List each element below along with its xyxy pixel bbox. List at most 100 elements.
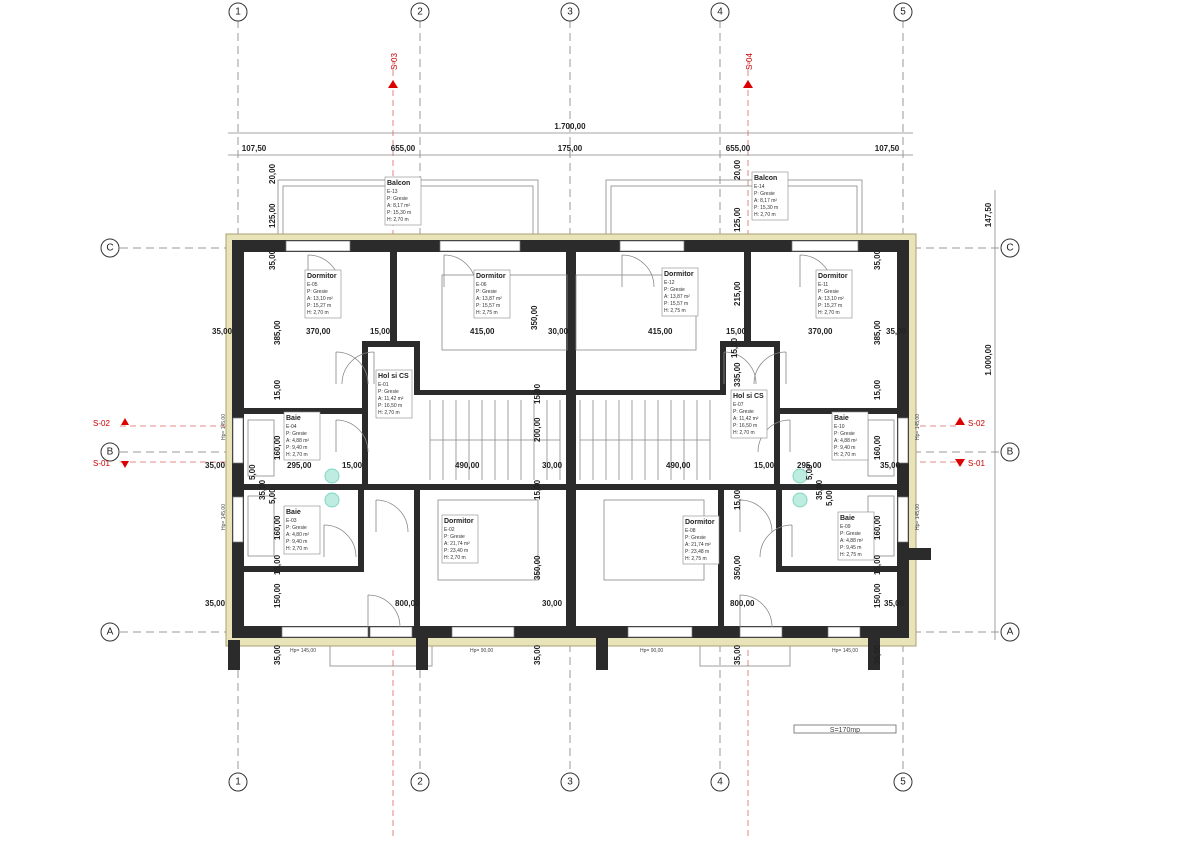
window-height-label: Hp= 90,00 — [640, 648, 663, 654]
door-swing — [323, 524, 357, 558]
axis-label: 4 — [717, 777, 723, 788]
wall — [414, 341, 420, 395]
dimension-label: 30,00 — [542, 599, 563, 608]
window-height-label: Hp= 145,00 — [221, 414, 227, 440]
top-dimension: 655,00 — [726, 144, 751, 153]
top-dimension: 175,00 — [558, 144, 583, 153]
wall — [744, 252, 751, 347]
room-area: A: 21,74 m² — [685, 542, 711, 548]
door-swing — [335, 351, 369, 385]
axis-bubble — [893, 772, 913, 792]
dimension-label: 35,00 — [873, 249, 882, 270]
dimension-label: 5,00 — [825, 490, 834, 506]
axis-label: B — [1007, 447, 1014, 458]
window — [897, 496, 909, 543]
top-dimension: 107,50 — [242, 144, 267, 153]
door-swing — [753, 351, 787, 385]
dimension-label: 35,00 — [886, 327, 907, 336]
room-tag-frame — [837, 511, 875, 561]
section-marker-icon — [121, 461, 129, 468]
room-perim: P: 23,48 m — [685, 549, 709, 555]
dimension-label: 15,00 — [733, 489, 742, 510]
dimension-label: 160,00 — [873, 515, 882, 540]
room-floor: P: Gresie — [307, 289, 328, 295]
room-area: A: 13,10 m² — [307, 296, 333, 302]
toilet-icon — [324, 468, 340, 484]
room-perim: P: 16,50 m — [733, 423, 757, 429]
room-name: Dormitor — [818, 273, 848, 280]
room-area: A: 4,88 m² — [286, 438, 309, 444]
wall — [232, 484, 907, 490]
axis-bubble — [100, 442, 120, 462]
room-tag-frame — [730, 389, 768, 439]
room-perim: P: 23,40 m — [444, 548, 468, 554]
room-floor: P: Gresie — [664, 287, 685, 293]
room-tag-frame — [375, 369, 413, 419]
room-name: Dormitor — [685, 519, 715, 526]
axis-label: 2 — [417, 7, 423, 18]
dimension-label: 125,00 — [268, 203, 277, 228]
room-code: E-06 — [476, 282, 487, 288]
window — [281, 626, 369, 638]
shower-tray-icon — [247, 419, 275, 477]
wall — [720, 341, 726, 395]
room-tag-frame — [283, 411, 321, 461]
room-code: E-11 — [818, 282, 828, 288]
axis-bubble — [100, 622, 120, 642]
wall — [420, 390, 566, 395]
dimension-label: 15,00 — [342, 461, 363, 470]
dimension-label: 15,00 — [873, 379, 882, 400]
window — [232, 417, 244, 464]
dimension-label: 295,00 — [797, 461, 822, 470]
wall — [576, 390, 720, 395]
room-code: E-09 — [840, 524, 851, 530]
toilet-icon — [792, 492, 808, 508]
door-swing — [335, 419, 369, 453]
wall — [868, 632, 880, 670]
axis-label: 5 — [900, 777, 906, 788]
room-tag-frame — [473, 269, 511, 319]
dimension-label: 15,00 — [533, 383, 542, 404]
axis-label: A — [107, 627, 114, 638]
room-name: Baie — [834, 415, 849, 422]
wall — [909, 548, 931, 560]
wall — [362, 341, 368, 484]
room-code: E-03 — [286, 518, 297, 524]
room-perim: P: 9,40 m — [286, 445, 307, 451]
dimension-label: 35,00 — [733, 644, 742, 665]
dimension-label: 490,00 — [666, 461, 691, 470]
dimension-label: 15,00 — [730, 337, 739, 358]
section-label: S-02 — [968, 419, 985, 428]
room-tag-frame — [815, 269, 853, 319]
room-floor: P: Gresie — [378, 389, 399, 395]
wall — [390, 252, 397, 347]
area-box — [793, 724, 897, 734]
section-marker-icon — [955, 417, 965, 425]
wall — [244, 408, 362, 414]
room-name: Balcon — [754, 175, 777, 182]
dimension-label: 5,00 — [248, 464, 257, 480]
room-area: A: 13,87 m² — [664, 294, 690, 300]
room-code: E-12 — [664, 280, 675, 286]
toilet-icon — [324, 492, 340, 508]
door-swing — [739, 499, 773, 533]
room-height: H: 2,70 m — [286, 546, 308, 552]
dimension-label: 30,00 — [542, 461, 563, 470]
room-tag-frame — [304, 269, 342, 319]
axis-label: C — [106, 243, 113, 254]
room-perim: P: 15,30 m — [754, 205, 778, 211]
window — [451, 626, 515, 638]
room-height: H: 2,70 m — [444, 555, 466, 561]
dimension-label: 125,00 — [733, 207, 742, 232]
axis-label: A — [1007, 627, 1014, 638]
room-name: Dormitor — [476, 273, 506, 280]
wall — [362, 341, 420, 347]
room-tag-frame — [682, 515, 720, 565]
room-area: A: 11,42 m² — [733, 416, 759, 422]
dimension-label: 350,00 — [533, 555, 542, 580]
dimension-label: 350,00 — [530, 305, 539, 330]
dimension-label: 335,00 — [733, 362, 742, 387]
dimension-label: 15,00 — [533, 479, 542, 500]
